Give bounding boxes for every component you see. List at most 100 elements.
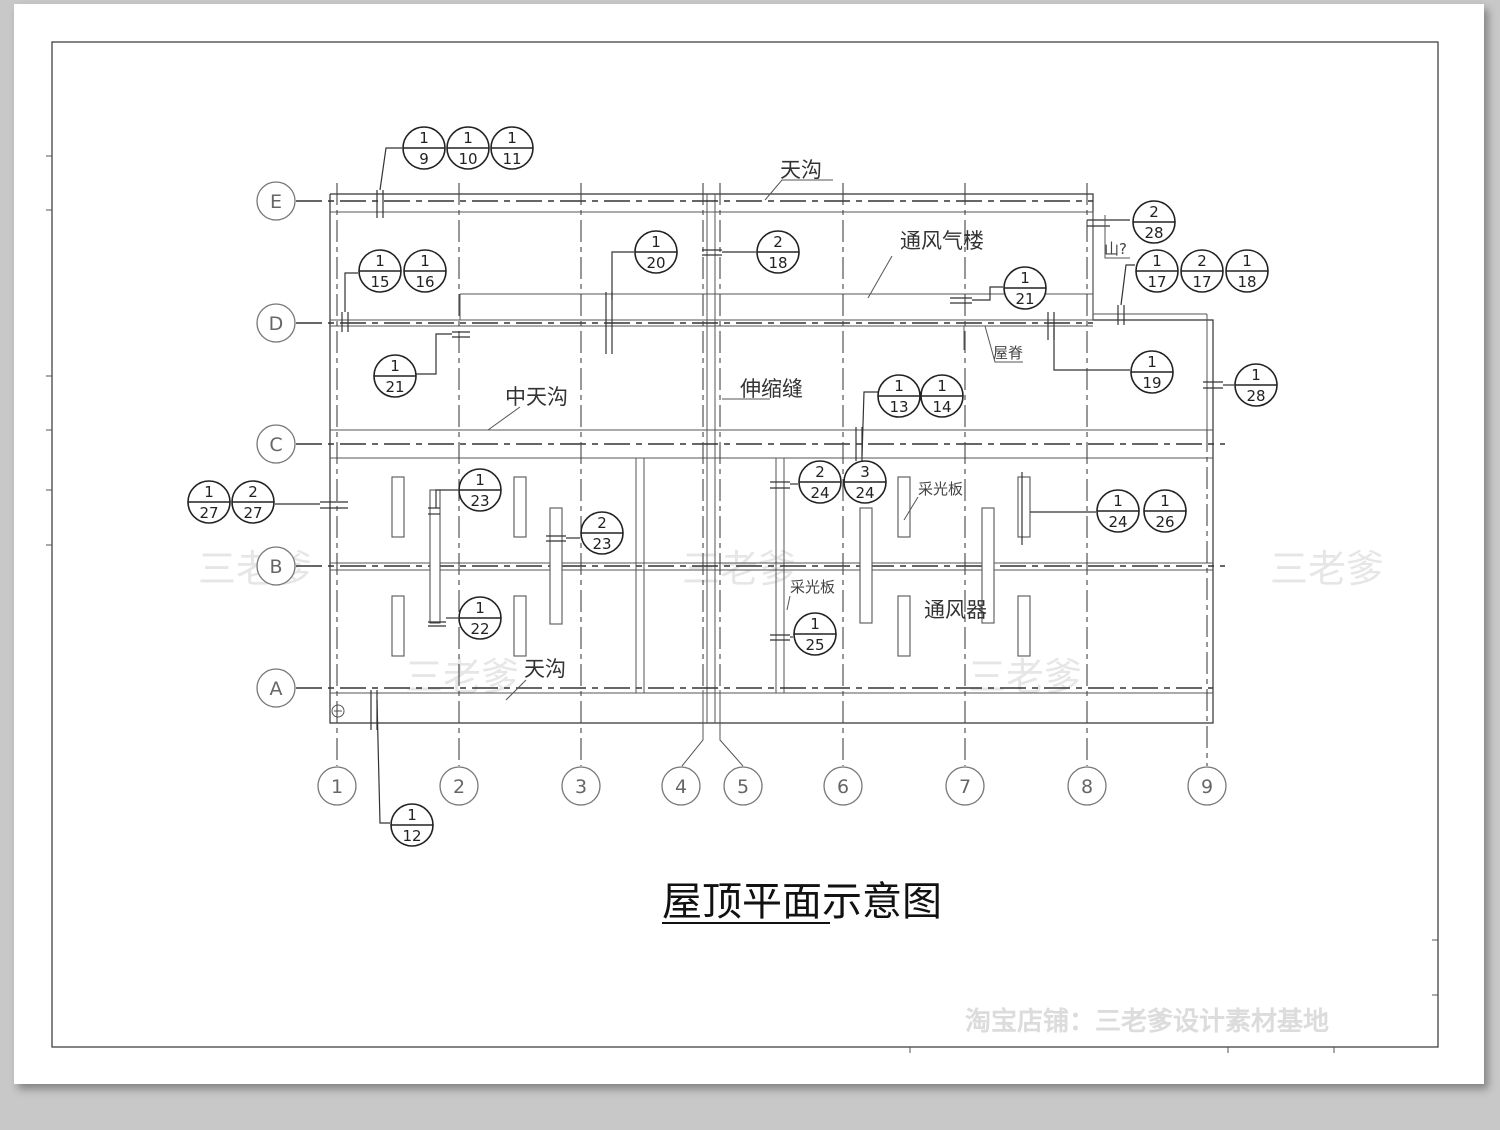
label-expansion-joint: 伸缩缝 <box>740 377 803 401</box>
detail-ref-sheet: 24 <box>1108 513 1127 531</box>
leader-lines <box>275 147 1234 824</box>
detail-ref-number: 1 <box>810 615 820 633</box>
detail-ref-r1-19: 119 <box>1130 350 1174 394</box>
detail-ref-sheet: 27 <box>243 504 262 522</box>
detail-ref-r1-22: 122 <box>458 596 502 640</box>
detail-ref-r1-21a: 121 <box>373 354 417 398</box>
axis-2: 2 <box>453 776 465 798</box>
watermark-4: 三老爹 <box>405 655 519 699</box>
detail-ref-sheet: 17 <box>1147 273 1166 291</box>
detail-ref-r1-14: 114 <box>920 374 964 418</box>
detail-ref-sheet: 21 <box>385 378 404 396</box>
detail-ref-sheet: 25 <box>805 636 824 654</box>
axis-C: C <box>269 434 282 456</box>
skylight-panels <box>391 472 1031 657</box>
axis-8: 8 <box>1081 776 1093 798</box>
column-axis-bubbles: 1 2 3 4 5 6 7 8 9 <box>317 766 1227 806</box>
detail-ref-r1-18: 118 <box>1225 249 1269 293</box>
detail-ref-number: 1 <box>1020 269 1030 287</box>
watermark-5: 三老爹 <box>968 655 1082 699</box>
frame-ticks <box>46 155 1438 1053</box>
detail-ref-sheet: 9 <box>419 150 429 168</box>
detail-ref-r1-13: 113 <box>877 374 921 418</box>
detail-ref-r1-16: 116 <box>403 249 447 293</box>
detail-ref-sheet: 28 <box>1144 224 1163 242</box>
detail-ref-sheet: 21 <box>1015 290 1034 308</box>
detail-ref-number: 2 <box>248 483 258 501</box>
detail-ref-r1-26: 126 <box>1143 489 1187 533</box>
detail-ref-number: 3 <box>860 463 870 481</box>
detail-ref-sheet: 28 <box>1246 387 1265 405</box>
detail-ref-r1-11: 111 <box>490 126 534 170</box>
detail-ref-number: 2 <box>597 514 607 532</box>
detail-ref-sheet: 19 <box>1142 374 1161 392</box>
detail-ref-r2-17: 217 <box>1180 249 1224 293</box>
detail-ref-number: 1 <box>1113 492 1123 510</box>
watermarks: 三老爹 三老爹 三老爹 三老爹 三老爹 淘宝店铺：三老爹设计素材基地 <box>198 547 1384 1037</box>
detail-ref-r2-23: 223 <box>580 511 624 555</box>
store-watermark: 淘宝店铺：三老爹设计素材基地 <box>965 1006 1329 1037</box>
detail-ref-number: 2 <box>1149 203 1159 221</box>
axis-B: B <box>269 556 282 578</box>
detail-ref-number: 1 <box>894 377 904 395</box>
detail-ref-number: 1 <box>375 252 385 270</box>
detail-ref-number: 1 <box>419 129 429 147</box>
label-skylight-2: 采光板 <box>790 578 835 596</box>
drawing-title: 屋顶平面示意图 <box>662 879 942 925</box>
detail-ref-number: 1 <box>1242 252 1252 270</box>
detail-ref-number: 1 <box>463 129 473 147</box>
detail-ref-number: 1 <box>475 599 485 617</box>
detail-ref-r1-17: 117 <box>1135 249 1179 293</box>
axis-3: 3 <box>575 776 587 798</box>
detail-ref-sheet: 24 <box>810 484 829 502</box>
detail-ref-r1-12: 112 <box>390 803 434 847</box>
label-vent-tower: 通风气楼 <box>900 229 984 253</box>
watermark-2: 三老爹 <box>682 547 796 591</box>
label-skylight-1: 采光板 <box>918 480 963 498</box>
detail-ref-r1-10: 110 <box>446 126 490 170</box>
grid-lines <box>296 183 1225 767</box>
axis-D: D <box>269 313 284 335</box>
detail-ref-number: 1 <box>507 129 517 147</box>
detail-ref-number: 1 <box>1160 492 1170 510</box>
detail-ref-sheet: 23 <box>470 492 489 510</box>
detail-ref-number: 1 <box>1152 252 1162 270</box>
detail-ref-sheet: 26 <box>1155 513 1174 531</box>
detail-ref-r1-28: 128 <box>1234 363 1278 407</box>
detail-ref-r2-18: 218 <box>756 230 800 274</box>
detail-ref-number: 1 <box>651 233 661 251</box>
plan-labels: 天沟 通风气楼 中天沟 伸缩缝 屋脊 山? 采光板 采光板 通风器 天沟 <box>505 158 1127 681</box>
detail-ref-r1-9: 19 <box>402 126 446 170</box>
axis-1: 1 <box>331 776 343 798</box>
detail-ref-r1-25: 125 <box>793 612 837 656</box>
detail-ref-number: 2 <box>815 463 825 481</box>
detail-ref-r2-28: 228 <box>1132 200 1176 244</box>
detail-ref-r1-15: 115 <box>358 249 402 293</box>
detail-ref-sheet: 20 <box>646 254 665 272</box>
detail-ref-sheet: 18 <box>768 254 787 272</box>
detail-ref-sheet: 23 <box>592 535 611 553</box>
axis-4: 4 <box>675 776 687 798</box>
detail-ref-number: 1 <box>937 377 947 395</box>
detail-ref-r2-24: 224 <box>798 460 842 504</box>
detail-ref-r2-27: 227 <box>231 480 275 524</box>
label-gable: 山? <box>1104 240 1127 258</box>
label-gutter-top: 天沟 <box>780 158 822 182</box>
label-ridge: 屋脊 <box>993 344 1023 362</box>
detail-ref-sheet: 22 <box>470 620 489 638</box>
detail-ref-sheet: 18 <box>1237 273 1256 291</box>
detail-ref-sheet: 16 <box>415 273 434 291</box>
detail-ref-number: 1 <box>1251 366 1261 384</box>
detail-ref-number: 2 <box>773 233 783 251</box>
axis-5: 5 <box>737 776 749 798</box>
detail-ref-r3-24: 324 <box>843 460 887 504</box>
detail-ref-sheet: 14 <box>932 398 951 416</box>
detail-ref-sheet: 11 <box>502 150 521 168</box>
axis-E: E <box>270 191 282 213</box>
detail-ref-number: 1 <box>390 357 400 375</box>
detail-ref-r1-20: 120 <box>634 230 678 274</box>
axis-7: 7 <box>959 776 971 798</box>
detail-ref-number: 1 <box>204 483 214 501</box>
detail-ref-number: 1 <box>1147 353 1157 371</box>
